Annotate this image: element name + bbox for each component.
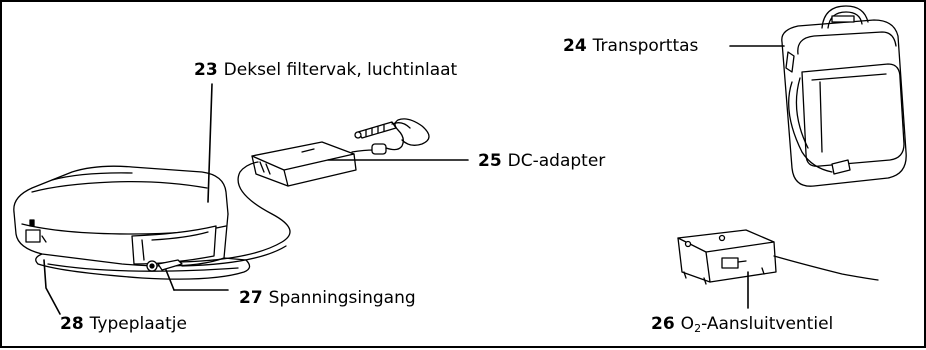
power-cable-drawing [179,161,291,263]
leader-lines [43,45,785,315]
dc-adapter-drawing [251,118,430,187]
concentrator-device-drawing [13,165,251,280]
transport-bag-drawing [781,5,907,187]
o2-connection-valve-drawing [677,229,879,285]
